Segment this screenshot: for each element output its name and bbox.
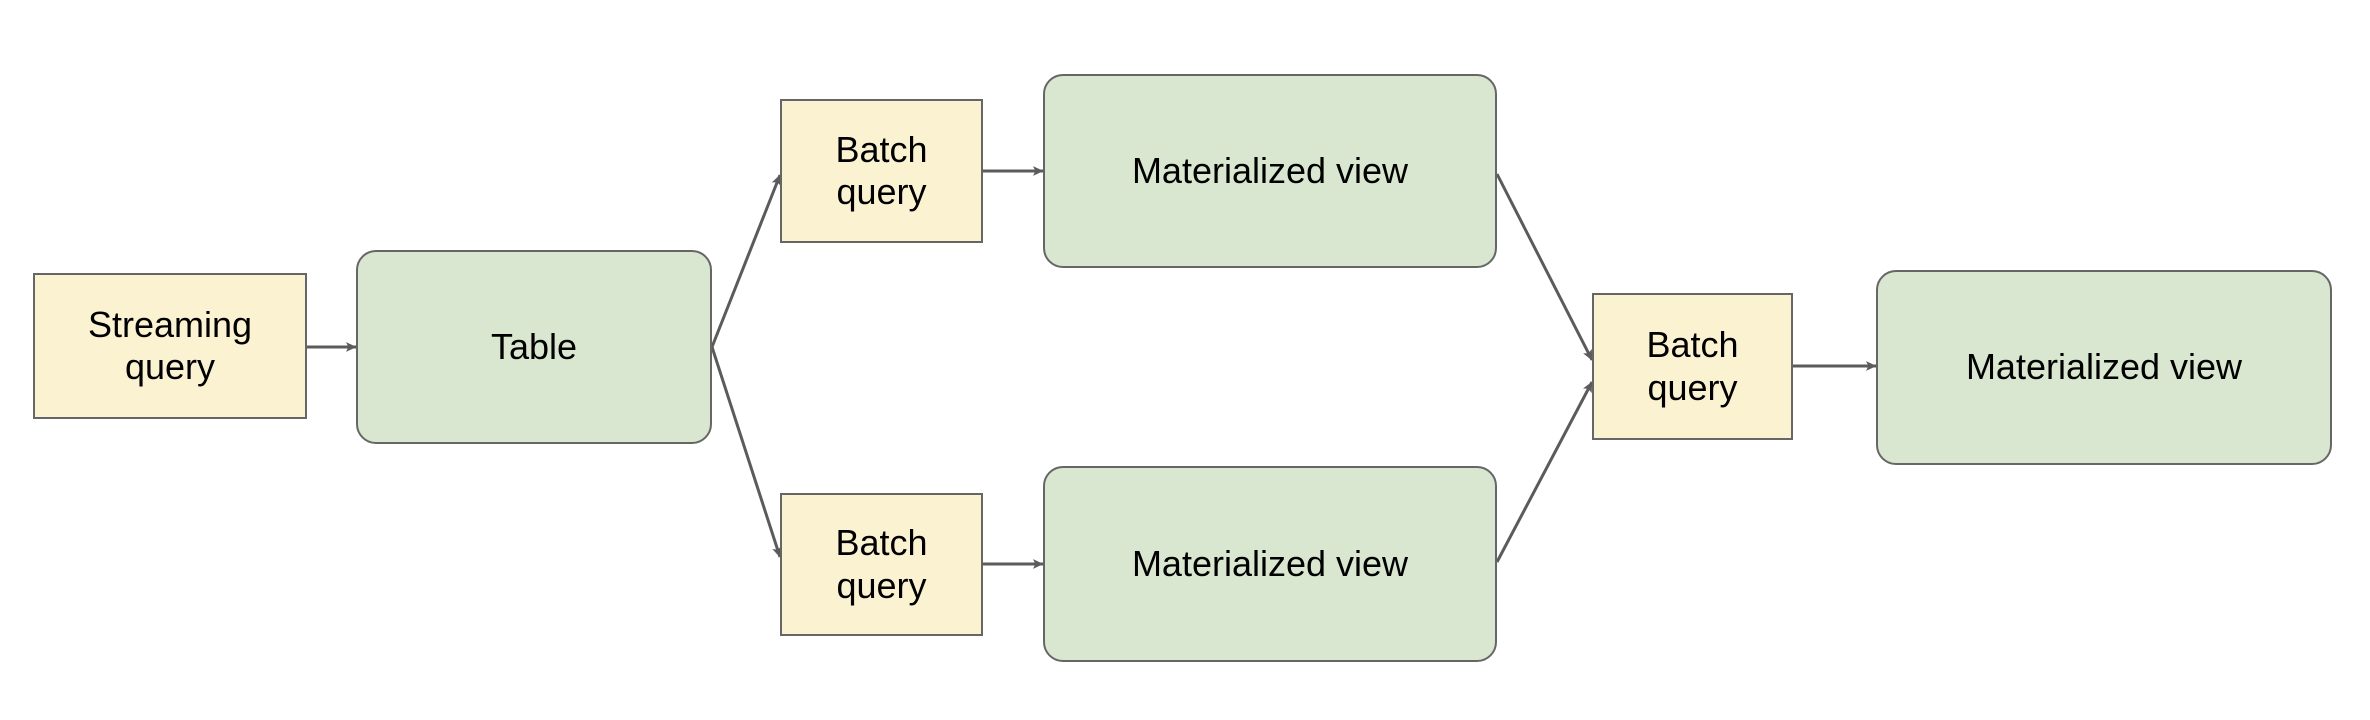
node-streaming-query[interactable]: Streaming query xyxy=(33,273,307,419)
node-label-batch-query-bottom: Batch query xyxy=(835,522,928,606)
node-label-batch-query-join: Batch query xyxy=(1646,324,1739,408)
edge-table-to-batch-query-bottom xyxy=(710,346,782,558)
node-table[interactable]: Table xyxy=(356,250,712,444)
node-label-materialized-view-bottom: Materialized view xyxy=(1131,542,1409,584)
edge-materialized-view-bottom-to-batch-query-join xyxy=(1495,381,1594,563)
edge-table-to-batch-query-top xyxy=(710,174,782,348)
node-label-batch-query-top: Batch query xyxy=(835,128,928,212)
node-batch-query-bottom[interactable]: Batch query xyxy=(780,493,983,636)
node-batch-query-join[interactable]: Batch query xyxy=(1592,293,1793,440)
node-label-materialized-view-final: Materialized view xyxy=(1965,346,2243,388)
edge-materialized-view-top-to-batch-query-join xyxy=(1495,173,1594,361)
node-materialized-view-bottom[interactable]: Materialized view xyxy=(1043,466,1497,662)
node-materialized-view-top[interactable]: Materialized view xyxy=(1043,74,1497,268)
node-label-table: Table xyxy=(490,325,578,367)
node-batch-query-top[interactable]: Batch query xyxy=(780,99,983,243)
node-label-materialized-view-top: Materialized view xyxy=(1131,149,1409,191)
node-label-streaming-query: Streaming query xyxy=(87,303,253,387)
node-materialized-view-final[interactable]: Materialized view xyxy=(1876,270,2332,465)
